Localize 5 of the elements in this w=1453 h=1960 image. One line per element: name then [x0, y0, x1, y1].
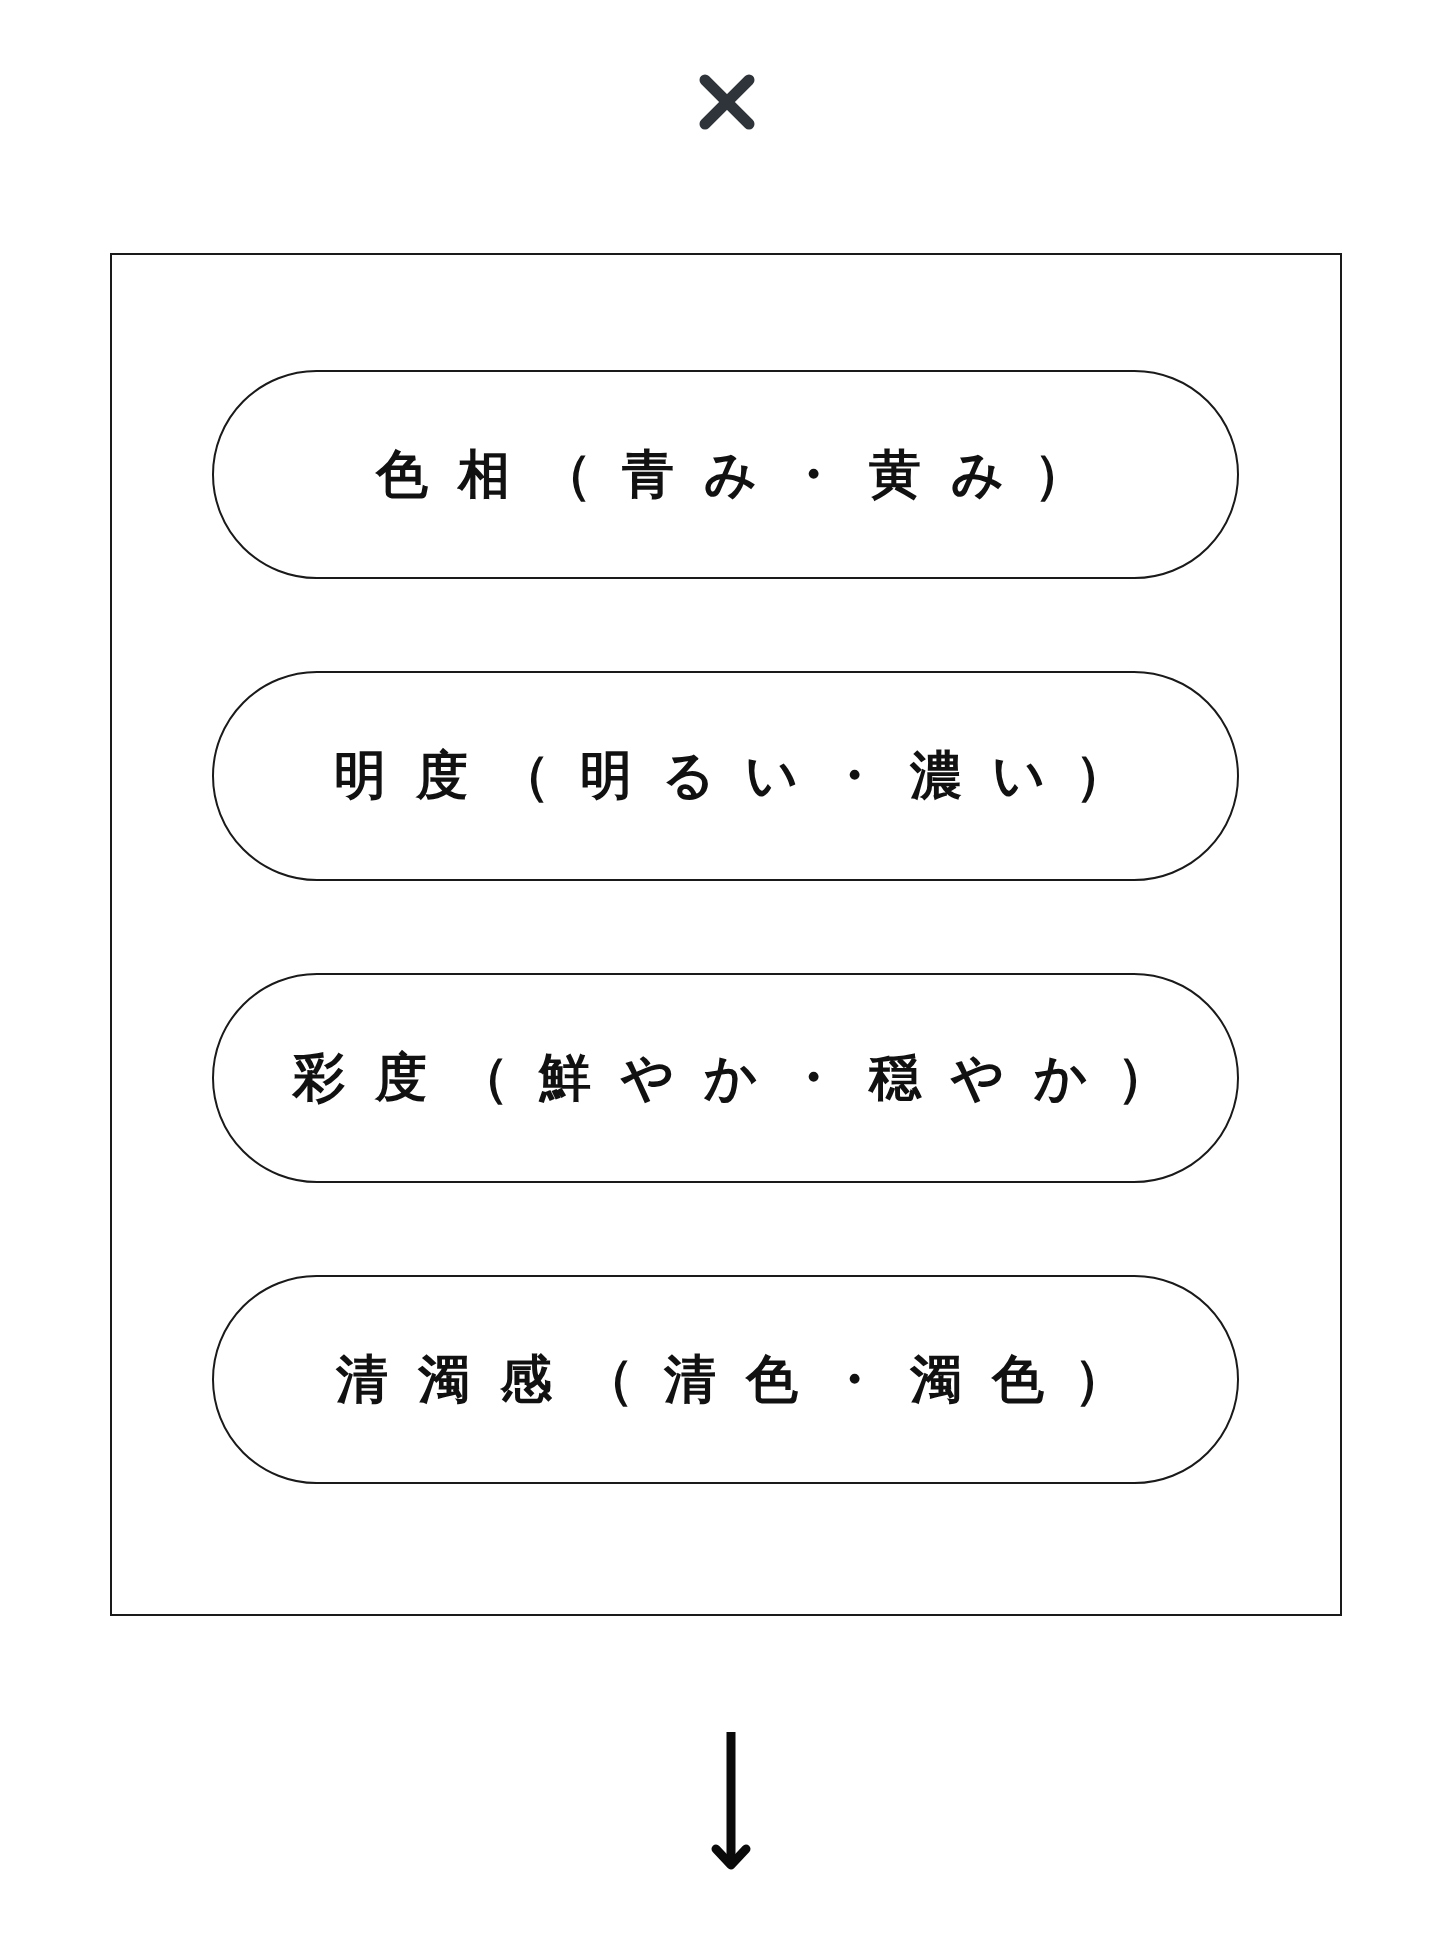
attribute-label: 色相（青み・黄み） [374, 445, 1116, 504]
attribute-label: 清濁感（清色・濁色） [334, 1350, 1156, 1409]
attribute-label: 明度（明るい・濃い） [333, 747, 1157, 805]
frame-box [110, 253, 1342, 1616]
attribute-label: 彩度（鮮やか・穏やか） [291, 1049, 1199, 1107]
